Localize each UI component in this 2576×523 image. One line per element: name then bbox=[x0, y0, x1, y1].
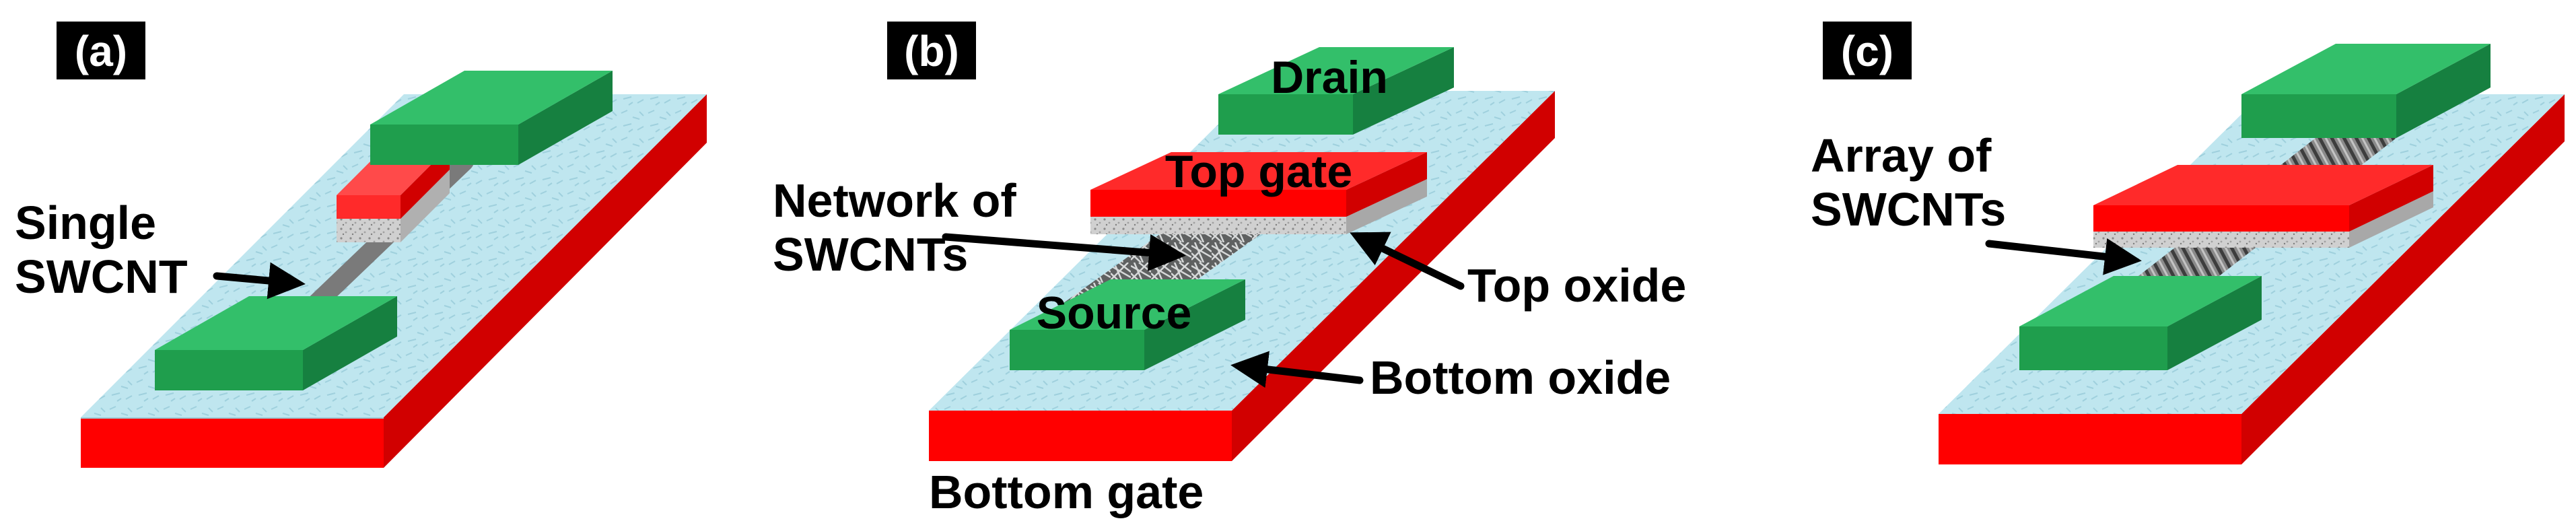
single-swcnt-arrow bbox=[213, 262, 306, 300]
bottom-gate-substrate bbox=[929, 91, 1555, 461]
bottom-gate-substrate bbox=[81, 94, 707, 468]
panel-tag-b-text: (b) bbox=[904, 27, 959, 75]
top-gate-stack bbox=[1090, 152, 1427, 234]
top-oxide-arrow bbox=[1350, 232, 1465, 290]
top-gate-stack bbox=[2093, 165, 2433, 248]
panel-tag-b: (b) bbox=[887, 22, 976, 79]
drain-contact bbox=[2241, 44, 2491, 138]
bottom-oxide-arrow bbox=[1230, 351, 1364, 388]
network-arrow bbox=[942, 233, 1186, 271]
top-gate-label: Top gate bbox=[1165, 146, 1352, 197]
bottom-gate-label: Bottom gate bbox=[929, 466, 1204, 518]
single-swcnt-label-line1: Single bbox=[15, 197, 156, 249]
drain-contact bbox=[370, 71, 613, 165]
panel-tag-c: (c) bbox=[1823, 22, 1912, 79]
drain-label: Drain bbox=[1271, 52, 1388, 103]
panel-b: (b) Drain Top gate Source Network of SWC… bbox=[773, 22, 1686, 518]
network-label-line2: SWCNTs bbox=[773, 228, 968, 281]
panel-tag-a-text: (a) bbox=[75, 27, 127, 75]
panel-tag-c-text: (c) bbox=[1841, 27, 1893, 75]
panel-c: (c) Array of SWCNTs bbox=[1811, 22, 2565, 464]
source-contact bbox=[2019, 276, 2262, 370]
top-oxide-label: Top oxide bbox=[1467, 259, 1686, 312]
panel-tag-a: (a) bbox=[57, 22, 145, 79]
panel-a: (a) Single SWCNT bbox=[15, 22, 707, 468]
source-contact bbox=[155, 296, 397, 390]
bottom-gate-substrate bbox=[1939, 94, 2565, 464]
source-label: Source bbox=[1037, 287, 1192, 339]
bottom-oxide-label: Bottom oxide bbox=[1370, 351, 1671, 404]
single-swcnt-label-line2: SWCNT bbox=[15, 250, 188, 303]
array-arrow bbox=[1985, 238, 2142, 275]
drain-contact bbox=[1218, 47, 1454, 135]
array-label-line2: SWCNTs bbox=[1811, 183, 2006, 236]
array-label-line1: Array of bbox=[1811, 129, 1992, 182]
source-contact bbox=[1010, 279, 1245, 370]
network-label-line1: Network of bbox=[773, 174, 1016, 227]
